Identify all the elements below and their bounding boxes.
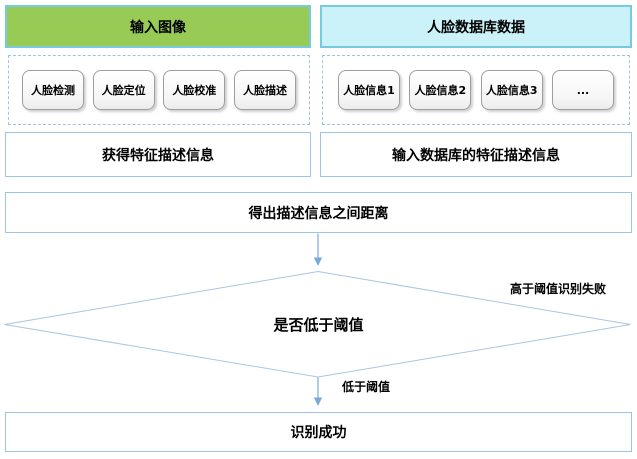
feature-result-left-box: 获得特征描述信息 <box>5 132 311 177</box>
face-detection-step-box: 人脸检测 <box>22 70 84 110</box>
face-info-group: 人脸信息1 人脸信息2 人脸信息3 ... <box>322 55 630 125</box>
face-localization-step-box: 人脸定位 <box>92 70 155 110</box>
face-calibration-step-box: 人脸校准 <box>163 70 226 110</box>
face-info-more-box: ... <box>551 70 614 110</box>
face-info-3-box: 人脸信息3 <box>480 70 543 110</box>
face-description-step-box: 人脸描述 <box>233 70 296 110</box>
success-box: 识别成功 <box>5 412 632 452</box>
below-threshold-label: 低于阈值 <box>342 380 391 394</box>
face-info-1-box: 人脸信息1 <box>338 70 400 110</box>
input-image-header: 输入图像 <box>5 5 311 48</box>
above-threshold-label: 高于阈值识别失败 <box>510 282 607 296</box>
face-steps-group: 人脸检测 人脸定位 人脸校准 人脸描述 <box>8 55 310 125</box>
face-database-header: 人脸数据库数据 <box>320 5 632 48</box>
face-info-2-box: 人脸信息2 <box>409 70 472 110</box>
feature-result-right-box: 输入数据库的特征描述信息 <box>320 132 632 177</box>
decision-label: 是否低于阈值 <box>273 316 364 334</box>
distance-box: 得出描述信息之间距离 <box>5 192 632 233</box>
